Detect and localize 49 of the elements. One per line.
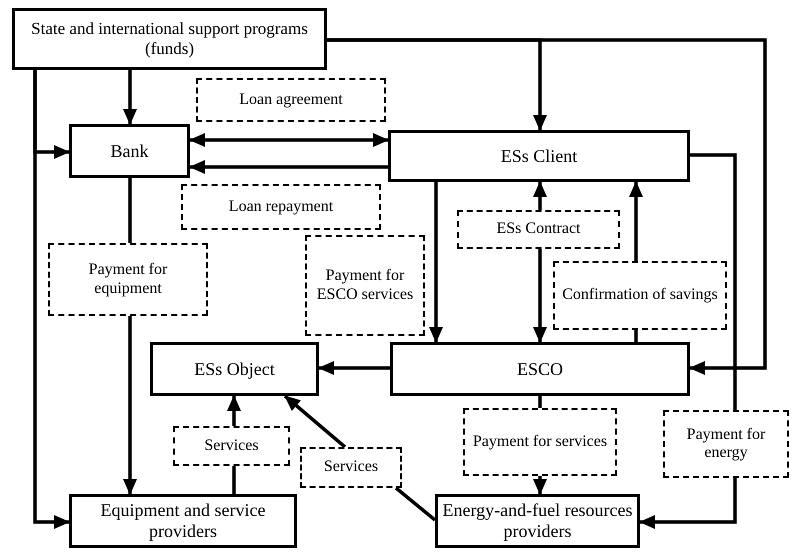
arrow (189, 160, 388, 174)
arrow (227, 395, 241, 426)
entity-name: ESCO (516, 358, 563, 380)
flow-label: Payment for ESCO services (316, 267, 414, 304)
entity-box (12, 8, 327, 70)
arrow (33, 70, 70, 529)
flow-label-box (553, 261, 727, 330)
flow-label-box (48, 243, 208, 316)
flow-label-box (181, 184, 381, 230)
arrow (318, 361, 390, 375)
arrow (429, 182, 443, 343)
flow-label: Services (324, 458, 378, 477)
arrow (533, 249, 547, 343)
arrow (327, 38, 767, 375)
entity-name: Energy-and-fuel resources providers (442, 500, 633, 542)
flow-label-box (463, 408, 617, 476)
arrow (123, 70, 137, 125)
entity-box (69, 124, 190, 178)
arrow (629, 181, 643, 261)
entity-name: ESs Object (194, 358, 275, 380)
arrow (189, 133, 389, 147)
flow-label: Payment for energy (686, 426, 766, 462)
flow-label: Loan agreement (239, 90, 343, 110)
arrow (533, 181, 547, 210)
flow-label-box (457, 210, 620, 249)
flow-label-box (663, 410, 789, 478)
flow-label: Confirmation of savings (562, 286, 718, 305)
flow-label-box (173, 426, 290, 466)
entity-box (390, 342, 690, 396)
entity-name: Equipment and service providers (100, 500, 266, 542)
flow-label: Loan repayment (228, 198, 334, 216)
entity-box (69, 494, 297, 548)
flow-label-box (300, 447, 402, 488)
entity-box (435, 494, 640, 548)
arrow (284, 394, 346, 448)
entity-box (150, 342, 319, 396)
arrow (123, 316, 137, 495)
flow-label: Payment for equipment (88, 261, 168, 298)
entity-name: State and international support programs (funds) (30, 19, 309, 59)
flow-label-box (305, 235, 425, 336)
arrow (533, 476, 547, 495)
flow-label: Services (204, 436, 259, 456)
flow-label: Payment for services (472, 432, 608, 452)
flow-label-box (196, 78, 386, 122)
flow-label: ESs Contract (496, 220, 580, 239)
entity-name: Bank (110, 140, 148, 162)
arrow (639, 478, 737, 529)
entity-box (388, 130, 690, 182)
entity-name: ESs Client (500, 146, 578, 166)
